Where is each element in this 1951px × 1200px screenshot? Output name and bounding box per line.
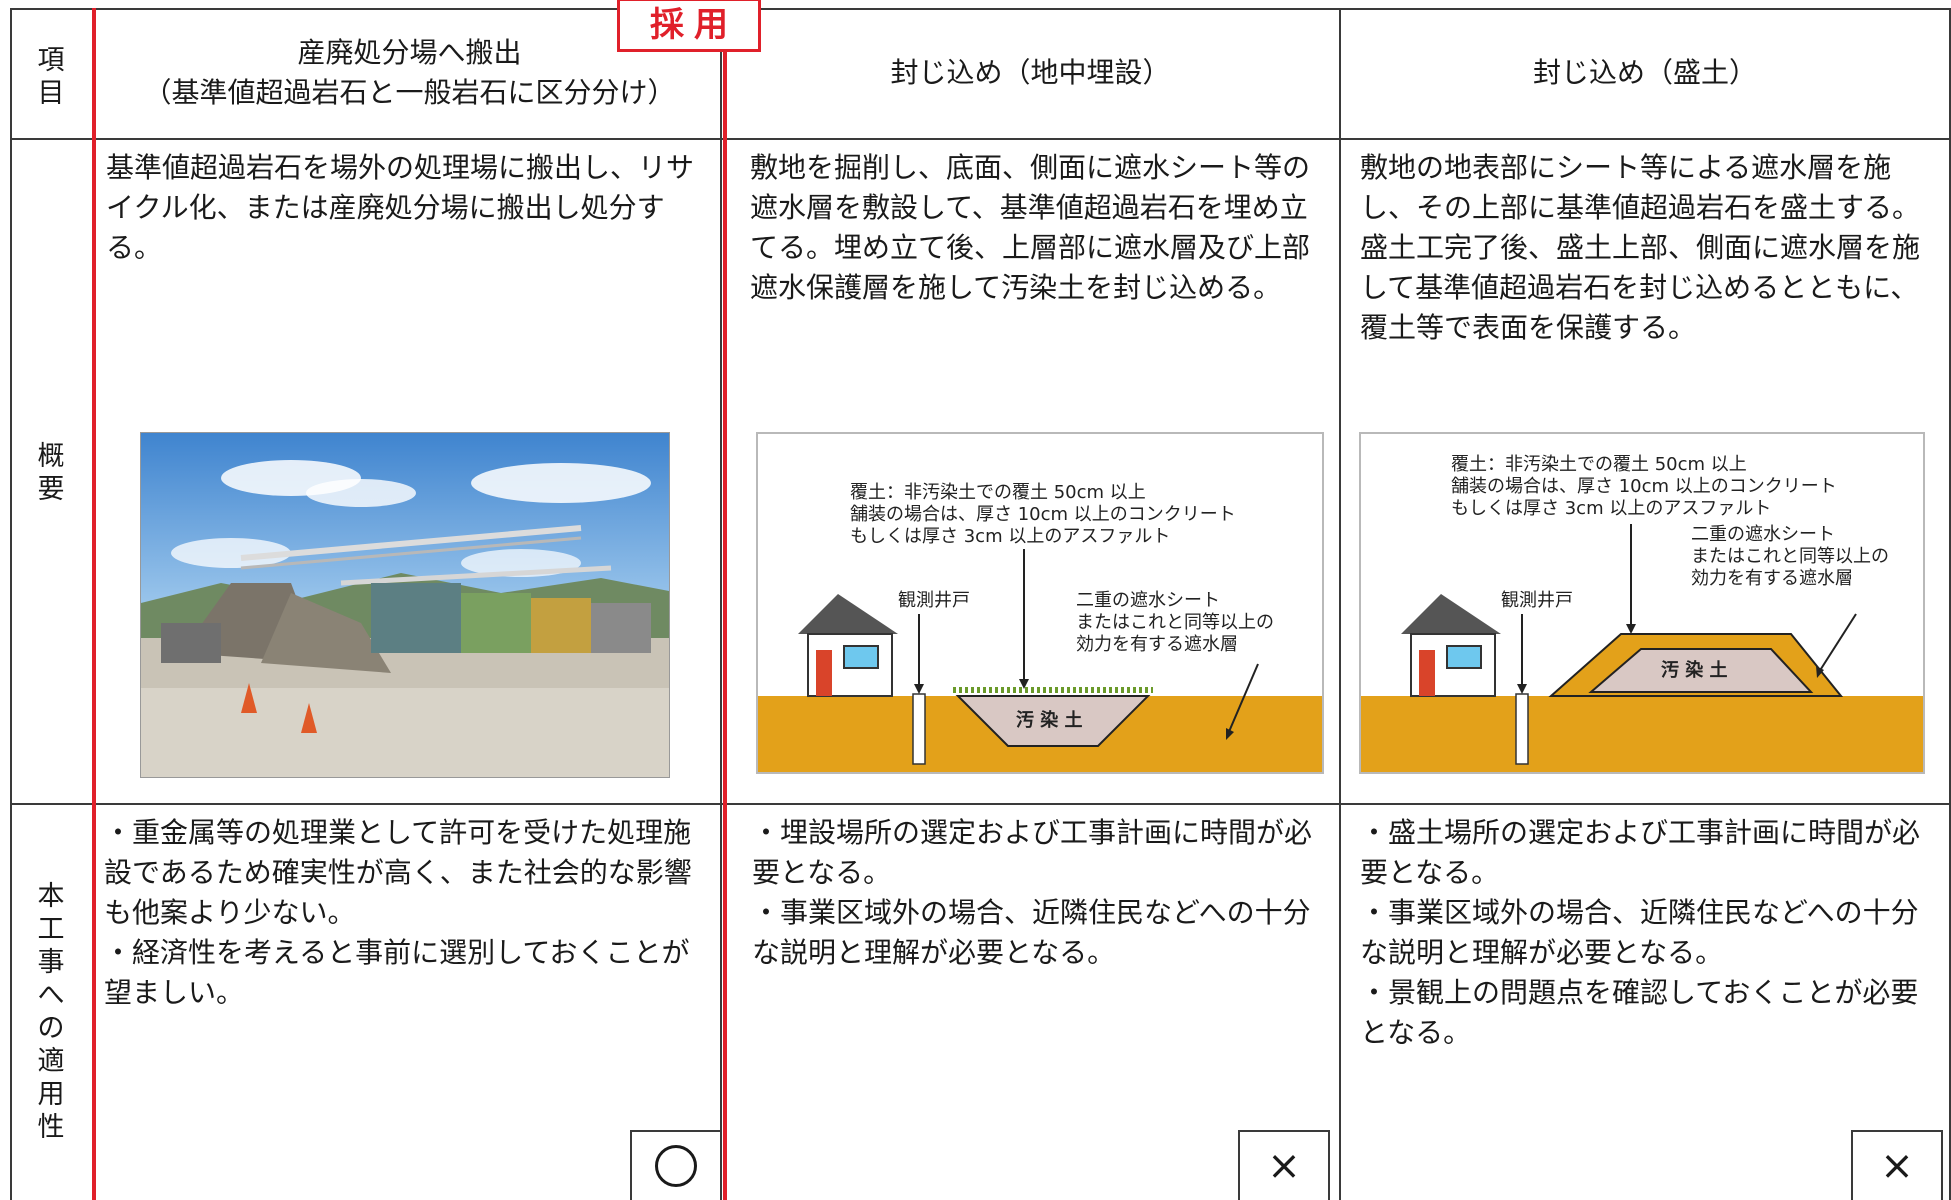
embankment-sheet-note-line2: またはこれと同等以上の: [1691, 546, 1889, 567]
applicability-col1-p2: ・経済性を考えると事前に選別しておくことが望ましい。: [104, 936, 690, 1009]
embankment-sheet-note: 二重の遮水シート またはこれと同等以上の 効力を有する遮水層: [1691, 524, 1889, 590]
row-border-top: [10, 8, 1951, 10]
embankment-soil-label: 汚 染 土: [1661, 660, 1728, 681]
row-border-header: [10, 138, 1951, 140]
overview-col1-text: 基準値超過岩石を場外の処理場に搬出し、リサイクル化、または産廃処分場に搬出し処分…: [106, 151, 695, 264]
embankment-containment-diagram: 覆土：非汚染土での覆土 50cm 以上 舗装の場合は、厚さ 10cm 以上のコン…: [1359, 432, 1925, 774]
overview-col2-text: 敷地を掘削し、底面、側面に遮水シート等の遮水層を敷設して、基準値超過岩石を埋め立…: [750, 151, 1311, 304]
plant-photo-image: [141, 433, 669, 777]
overview-col3-p1: 敷地の地表部にシート等による遮水層を施し、その上部に基準値超過岩石を盛土する。: [1360, 151, 1921, 224]
underground-cover-note-line2: 舗装の場合は、厚さ 10cm 以上のコンクリート: [850, 504, 1236, 525]
applicability-col2-p1: ・埋設場所の選定および工事計画に時間が必要となる。: [752, 816, 1313, 889]
applicability-col2-text: ・埋設場所の選定および工事計画に時間が必要となる。 ・事業区域外の場合、近隣住民…: [752, 813, 1322, 973]
underground-sheet-note-line1: 二重の遮水シート: [1076, 590, 1220, 611]
applicability-col3-text: ・盛土場所の選定および工事計画に時間が必要となる。 ・事業区域外の場合、近隣住民…: [1360, 813, 1935, 1053]
underground-diagram-svg: [758, 549, 1322, 772]
underground-well-label: 観測井戸: [898, 590, 970, 611]
applicability-col3-p3: ・景観上の問題点を確認しておくことが必要となる。: [1360, 976, 1919, 1049]
col1-title: 産廃処分場へ搬出 （基準値超過岩石と一般岩石に区分分け）: [96, 33, 723, 113]
applicability-col3-p2: ・事業区域外の場合、近隣住民などへの十分な説明と理解が必要となる。: [1360, 896, 1919, 969]
overview-col3-p2: 盛土工完了後、盛土上部、側面に遮水層を施して基準値超過岩石を封じ込めるとともに、…: [1360, 231, 1921, 344]
adopted-frame-left: [92, 8, 96, 1200]
embankment-cover-note-line3: もしくは厚さ 3cm 以上のアスファルト: [1451, 498, 1772, 519]
embankment-sheet-note-line1: 二重の遮水シート: [1691, 524, 1835, 545]
underground-sheet-note-line2: またはこれと同等以上の: [1076, 612, 1274, 633]
applicability-label: 本 工 事 へ の 適 用 性: [37, 881, 65, 1143]
embankment-well-label: 観測井戸: [1501, 590, 1573, 611]
col-border-right: [1949, 8, 1951, 1200]
applicability-col2-p2: ・事業区域外の場合、近隣住民などへの十分な説明と理解が必要となる。: [752, 896, 1311, 969]
adopted-frame-right: [723, 8, 727, 1200]
col3-title: 封じ込め（盛土）: [1532, 56, 1757, 89]
col1-evaluation-mark: [630, 1130, 722, 1200]
row-border-overview: [10, 803, 1951, 805]
recycling-plant-photo: [140, 432, 670, 778]
embankment-cover-note: 覆土：非汚染土での覆土 50cm 以上 舗装の場合は、厚さ 10cm 以上のコン…: [1451, 454, 1837, 520]
col3-evaluation-mark: ×: [1851, 1130, 1943, 1200]
reject-x-icon: ×: [1267, 1143, 1301, 1189]
reject-x-icon: ×: [1880, 1143, 1914, 1189]
adopted-badge: 採用: [617, 0, 761, 52]
underground-sheet-note: 二重の遮水シート またはこれと同等以上の 効力を有する遮水層: [1076, 590, 1274, 656]
underground-cover-note: 覆土：非汚染土での覆土 50cm 以上 舗装の場合は、厚さ 10cm 以上のコン…: [850, 482, 1236, 548]
applicability-col1-p1: ・重金属等の処理業として許可を受けた処理施設であるため確実性が高く、また社会的な…: [104, 816, 692, 929]
applicability-col1-text: ・重金属等の処理業として許可を受けた処理施設であるため確実性が高く、また社会的な…: [104, 813, 704, 1013]
col1-title-line1: 産廃処分場へ搬出: [297, 36, 522, 69]
underground-cover-note-line1: 覆土：非汚染土での覆土 50cm 以上: [850, 482, 1146, 503]
item-label: 項 目: [37, 45, 65, 109]
embankment-cover-note-line2: 舗装の場合は、厚さ 10cm 以上のコンクリート: [1451, 476, 1837, 497]
underground-containment-diagram: 覆土：非汚染土での覆土 50cm 以上 舗装の場合は、厚さ 10cm 以上のコン…: [756, 432, 1324, 774]
embankment-cover-note-line1: 覆土：非汚染土での覆土 50cm 以上: [1451, 454, 1747, 475]
embankment-diagram-svg: [1361, 524, 1923, 772]
col-border-3: [1339, 8, 1341, 1200]
adopted-circle-icon: [655, 1145, 697, 1187]
embankment-sheet-note-line3: 効力を有する遮水層: [1691, 568, 1853, 589]
col-border-left: [10, 8, 12, 1200]
col1-title-line2: （基準値超過岩石と一般岩石に区分分け）: [143, 76, 676, 109]
underground-cover-note-line3: もしくは厚さ 3cm 以上のアスファルト: [850, 526, 1171, 547]
overview-label: 概 要: [37, 441, 65, 505]
underground-soil-label: 汚 染 土: [1016, 710, 1083, 731]
overview-col3-text: 敷地の地表部にシート等による遮水層を施し、その上部に基準値超過岩石を盛土する。 …: [1360, 148, 1935, 348]
col2-title: 封じ込め（地中埋設）: [890, 56, 1171, 89]
underground-sheet-note-line3: 効力を有する遮水層: [1076, 634, 1238, 655]
col2-evaluation-mark: ×: [1238, 1130, 1330, 1200]
applicability-col3-p1: ・盛土場所の選定および工事計画に時間が必要となる。: [1360, 816, 1921, 889]
col-border-2: [720, 8, 722, 1200]
